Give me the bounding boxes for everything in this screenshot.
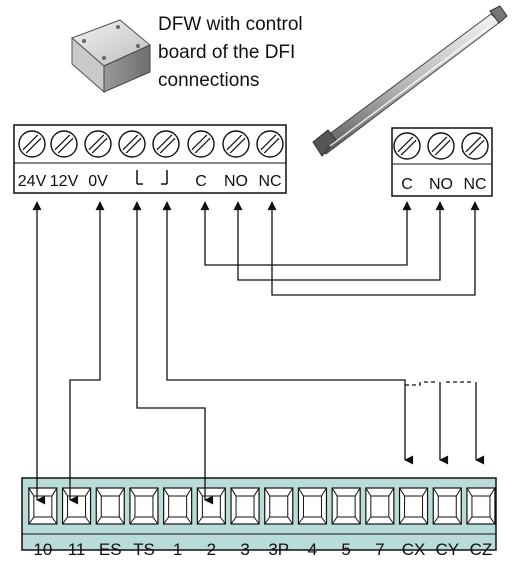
bottom-terminal-board: 10 11 ES TS 1 2 3 3P 4 5 7 CX CY CZ bbox=[21, 477, 497, 559]
bottom-terminal-label: CX bbox=[402, 540, 426, 559]
left-terminal-label: NO bbox=[224, 173, 248, 190]
bottom-terminal bbox=[129, 487, 159, 525]
left-terminal-label: 0V bbox=[88, 173, 108, 190]
left-terminal-label: 24V bbox=[18, 173, 47, 190]
caption-line-1: DFW with control bbox=[158, 14, 303, 35]
screw-terminal-icon bbox=[461, 132, 489, 160]
photocell-bar-icon bbox=[312, 5, 508, 157]
bottom-terminal-label: 10 bbox=[33, 540, 52, 559]
wire-c-to-c bbox=[200, 201, 412, 266]
wire-nc-to-nc bbox=[267, 201, 480, 296]
screw-terminal-icon bbox=[152, 130, 180, 158]
bottom-terminal-label: CY bbox=[435, 540, 459, 559]
bottom-terminal bbox=[398, 487, 429, 525]
control-box-icon bbox=[71, 19, 151, 94]
bottom-terminal bbox=[196, 487, 226, 525]
screw-terminal-icon bbox=[256, 130, 284, 158]
right-terminal-label: C bbox=[401, 176, 413, 193]
screw-terminal-icon bbox=[18, 130, 46, 158]
screw-terminal-icon bbox=[187, 130, 215, 158]
screw-terminal-icon bbox=[84, 130, 112, 158]
bottom-terminal bbox=[61, 487, 92, 525]
bottom-terminal bbox=[95, 487, 125, 525]
left-terminal-label: 12V bbox=[50, 173, 79, 190]
wire-relay-to-cx bbox=[162, 201, 414, 465]
caption-line-3: connections bbox=[158, 70, 259, 91]
bottom-terminal-label: ES bbox=[99, 540, 122, 559]
right-terminal-label: NC bbox=[463, 176, 486, 193]
left-terminal-label: C bbox=[195, 173, 207, 190]
left-terminal-label: NC bbox=[258, 173, 281, 190]
right-terminal-block: C NO NC bbox=[391, 127, 493, 197]
bottom-terminal-label: 3 bbox=[240, 540, 249, 559]
bottom-terminal bbox=[28, 487, 58, 525]
screw-terminal-icon bbox=[427, 132, 455, 160]
bottom-terminal bbox=[230, 487, 260, 525]
bottom-terminal bbox=[331, 487, 361, 525]
bottom-terminal-label: 1 bbox=[173, 540, 182, 559]
bottom-terminal bbox=[466, 487, 496, 525]
relay-contact-icon bbox=[136, 170, 168, 185]
wire-0v-to-11 bbox=[69, 201, 105, 505]
bottom-terminal bbox=[264, 487, 294, 525]
bottom-terminal-label: 7 bbox=[375, 540, 384, 559]
bottom-terminal bbox=[432, 487, 462, 525]
screw-terminal-icon bbox=[393, 132, 421, 160]
bottom-terminal bbox=[365, 487, 395, 525]
bottom-terminal-label: 5 bbox=[341, 540, 350, 559]
bottom-terminal-label: 3P bbox=[268, 540, 289, 559]
jumper-cx-cy bbox=[405, 382, 421, 386]
screw-terminal-icon bbox=[50, 130, 78, 158]
bottom-terminal-label: 4 bbox=[308, 540, 317, 559]
wires bbox=[32, 201, 485, 505]
wire-relay-to-2 bbox=[132, 201, 214, 505]
bottom-terminal-label: TS bbox=[133, 540, 155, 559]
screw-terminal-icon bbox=[222, 130, 250, 158]
bottom-terminal-label: 11 bbox=[68, 540, 86, 559]
caption-line-2: board of the DFI bbox=[158, 42, 295, 63]
bottom-terminal bbox=[163, 487, 193, 525]
bottom-terminal bbox=[297, 487, 328, 525]
bottom-terminal-label: 2 bbox=[207, 540, 216, 559]
screw-terminal-icon bbox=[118, 130, 146, 158]
wire-no-to-no bbox=[233, 201, 445, 281]
right-terminal-label: NO bbox=[429, 176, 453, 193]
bottom-terminal-label: CZ bbox=[470, 540, 493, 559]
